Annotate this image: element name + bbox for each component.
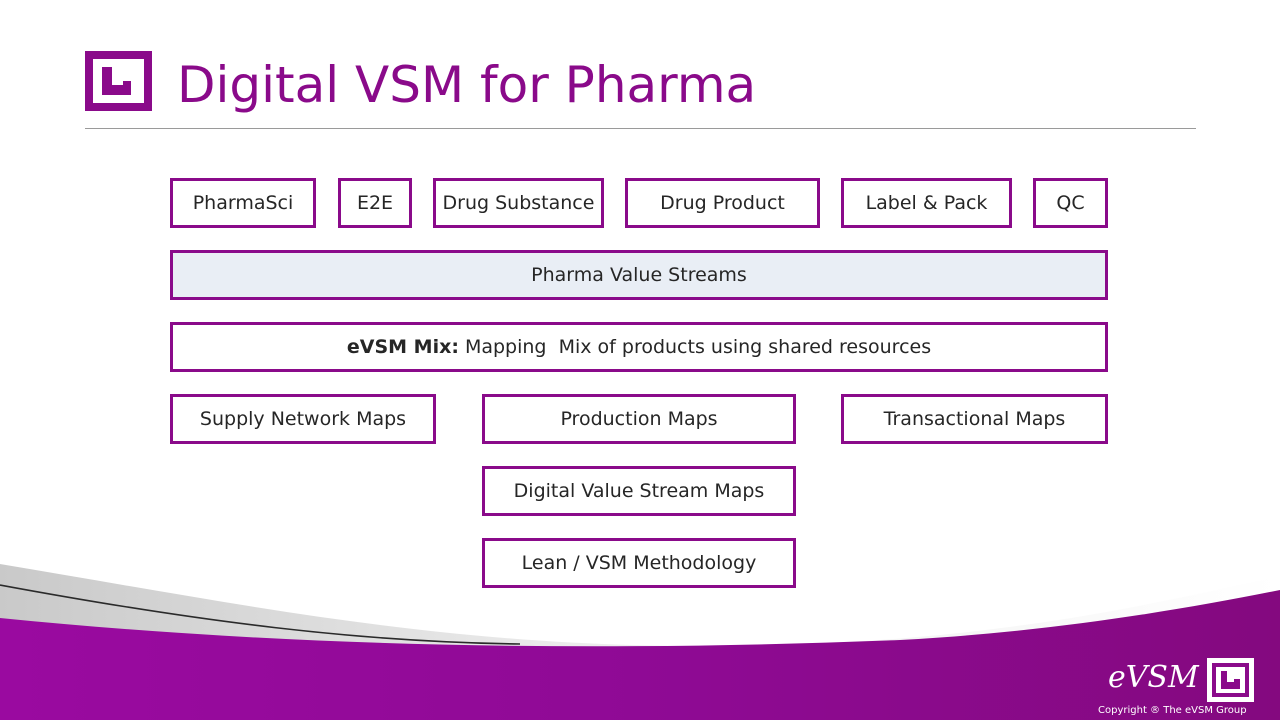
evsm-logo-icon <box>85 51 152 111</box>
box-label: PharmaSci <box>192 192 294 214</box>
box-pharmasci: PharmaSci <box>170 178 316 228</box>
footer-band <box>0 564 1280 720</box>
box-supply-network-maps: Supply Network Maps <box>170 394 436 444</box>
box-digital-value-stream-maps: Digital Value Stream Maps <box>482 466 796 516</box>
box-evsm-mix: eVSM Mix:Mapping Mix of products using s… <box>170 322 1108 372</box>
box-lean-vsm-methodology: Lean / VSM Methodology <box>482 538 796 588</box>
box-drug-product: Drug Product <box>625 178 820 228</box>
box-label-pack: Label & Pack <box>841 178 1012 228</box>
box-label: Digital Value Stream Maps <box>513 480 765 502</box>
box-qc: QC <box>1033 178 1108 228</box>
copyright-text: Copyright ® The eVSM Group <box>1098 705 1247 716</box>
box-transactional-maps: Transactional Maps <box>841 394 1108 444</box>
box-label: Drug Substance <box>442 192 595 214</box>
box-drug-substance: Drug Substance <box>433 178 604 228</box>
title-divider <box>85 128 1196 129</box>
box-pharma-value-streams: Pharma Value Streams <box>170 250 1108 300</box>
box-label: QC <box>1056 192 1085 214</box>
page-title: Digital VSM for Pharma <box>177 56 757 114</box>
box-label: Pharma Value Streams <box>531 264 747 286</box>
box-e2e: E2E <box>338 178 412 228</box>
mix-bold-label: eVSM Mix: <box>346 336 459 358</box>
mix-description: Mapping Mix of products using shared res… <box>464 336 932 358</box>
evsm-logo-icon <box>1207 658 1254 702</box>
box-label: Supply Network Maps <box>199 408 407 430</box>
box-label: Lean / VSM Methodology <box>521 552 757 574</box>
box-label: Production Maps <box>560 408 718 430</box>
box-production-maps: Production Maps <box>482 394 796 444</box>
box-label: Label & Pack <box>865 192 988 214</box>
box-label: Transactional Maps <box>883 408 1066 430</box>
footer-brand-name: eVSM <box>1108 660 1199 695</box>
box-label: Drug Product <box>660 192 785 214</box>
box-label: E2E <box>356 192 394 214</box>
